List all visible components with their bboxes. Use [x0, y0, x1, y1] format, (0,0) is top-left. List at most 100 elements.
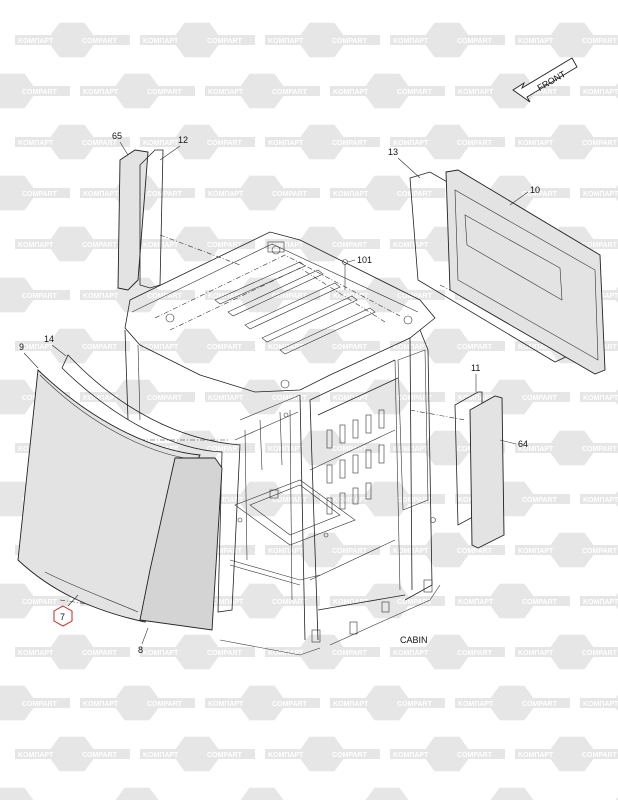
watermark-brand-right: COMPART: [522, 395, 558, 402]
watermark-bar: [265, 647, 380, 657]
callout-8: 8: [138, 645, 143, 655]
watermark-brand-left: KOMПАРТ: [393, 242, 429, 249]
watermark-brand-left: KOMПАРТ: [518, 446, 554, 453]
watermark-brand-left: KOMПАРТ: [83, 89, 119, 96]
watermark-bar: [455, 188, 570, 198]
callout-65: 65: [112, 131, 122, 141]
watermark-bar: [265, 749, 380, 759]
watermark-bar: [140, 647, 255, 657]
cabin-frame: [59, 231, 471, 656]
watermark-hexagon: [240, 787, 284, 800]
watermark-brand-left: KOMПАРТ: [393, 752, 429, 759]
watermark-brand-left: KOMПАРТ: [583, 701, 618, 708]
watermark-bar: [455, 86, 570, 96]
watermark-brand-left: KOMПАРТ: [268, 38, 304, 45]
watermark-bar: [15, 341, 130, 351]
watermark-bar: [330, 392, 445, 402]
watermark-bar: [265, 137, 380, 147]
watermark-bar: [390, 749, 505, 759]
watermark-brand-right: COMPART: [272, 191, 308, 198]
watermark-brand-right: COMPART: [147, 191, 183, 198]
watermark-bar: [205, 698, 320, 708]
watermark-brand-left: KOMПАРТ: [143, 752, 179, 759]
watermark-bar: [0, 698, 70, 708]
watermark-bar: [0, 596, 70, 606]
watermark-bar: [390, 341, 505, 351]
watermark-brand-left: KOMПАРТ: [333, 599, 369, 606]
watermark-brand-left: KOMПАРТ: [583, 395, 618, 402]
watermark-bar: [205, 188, 320, 198]
watermark-bar: [15, 749, 130, 759]
watermark-brand-left: KOMПАРТ: [333, 395, 369, 402]
watermark-brand-left: KOMПАРТ: [393, 344, 429, 351]
watermark-bar: [515, 443, 618, 453]
watermark-bar: [580, 392, 618, 402]
watermark-brand-right: COMPART: [397, 191, 433, 198]
watermark-brand-left: KOMПАРТ: [268, 752, 304, 759]
watermark-bar: [80, 86, 195, 96]
watermark-brand-left: KOMПАРТ: [583, 89, 618, 96]
watermark-brand-left: KOMПАРТ: [268, 548, 304, 555]
part-64-glass: [469, 395, 505, 549]
watermark-brand-right: COMPART: [22, 701, 58, 708]
watermark-bar: [205, 494, 320, 504]
callouts: 65 12 13 10 101 9 14 11 64 7 8: [19, 131, 540, 655]
part-14-seal: [61, 354, 241, 613]
part-65-glass: [117, 149, 149, 291]
watermark-bar: [390, 137, 505, 147]
watermark-tile: KOMПАРТ COMPART: [330, 175, 445, 211]
watermark-brand-left: KOMПАРТ: [333, 191, 369, 198]
watermark-brand-left: KOMПАРТ: [83, 395, 119, 402]
watermark-brand-left: KOMПАРТ: [143, 650, 179, 657]
watermark-brand-right: COMPART: [522, 599, 558, 606]
watermark-brand-left: KOMПАРТ: [458, 701, 494, 708]
watermark-bar: [330, 596, 445, 606]
watermark-brand-right: COMPART: [207, 548, 243, 555]
watermark-bar: [15, 137, 130, 147]
watermark-brand-right: COMPART: [272, 395, 308, 402]
watermark-brand-right: COMPART: [397, 89, 433, 96]
watermark-brand-left: KOMПАРТ: [518, 752, 554, 759]
watermark-bar: [580, 698, 618, 708]
watermark-brand-right: COMPART: [82, 140, 118, 147]
watermark-brand-right: COMPART: [22, 191, 58, 198]
watermark-brand-left: KOMПАРТ: [268, 140, 304, 147]
watermark-brand-right: COMPART: [332, 650, 368, 657]
watermark-brand-left: KOMПАРТ: [518, 140, 554, 147]
diagram-caption: CABIN: [400, 635, 428, 645]
watermark-hexagon: [490, 787, 534, 800]
watermark-brand-left: KOMПАРТ: [18, 140, 54, 147]
watermark-brand-left: KOMПАРТ: [18, 752, 54, 759]
watermark-bar: [330, 290, 445, 300]
watermark-bar: [80, 698, 195, 708]
part-8-glass: [139, 457, 223, 631]
